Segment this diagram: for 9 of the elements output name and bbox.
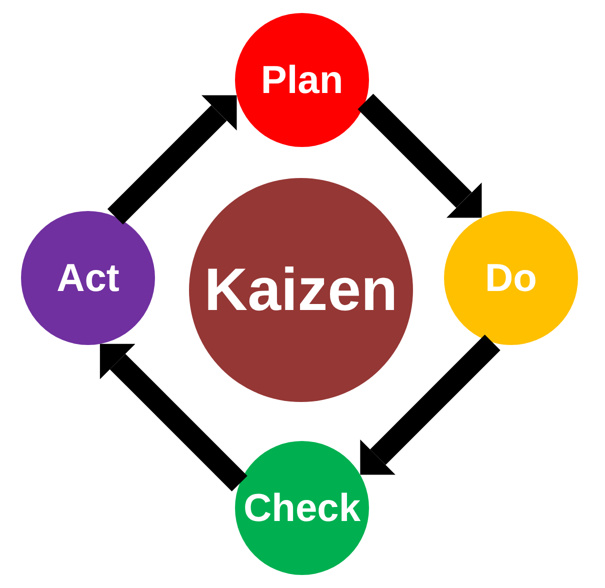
arrow xyxy=(107,95,237,225)
stage-label: Act xyxy=(56,258,120,298)
stage-label: Plan xyxy=(260,60,344,100)
arrow xyxy=(360,334,500,475)
arrow xyxy=(100,344,248,492)
stage-label: Do xyxy=(485,258,537,298)
stage-label: Check xyxy=(243,488,361,528)
center-label: Kaizen xyxy=(204,260,398,320)
arrow xyxy=(358,94,482,218)
